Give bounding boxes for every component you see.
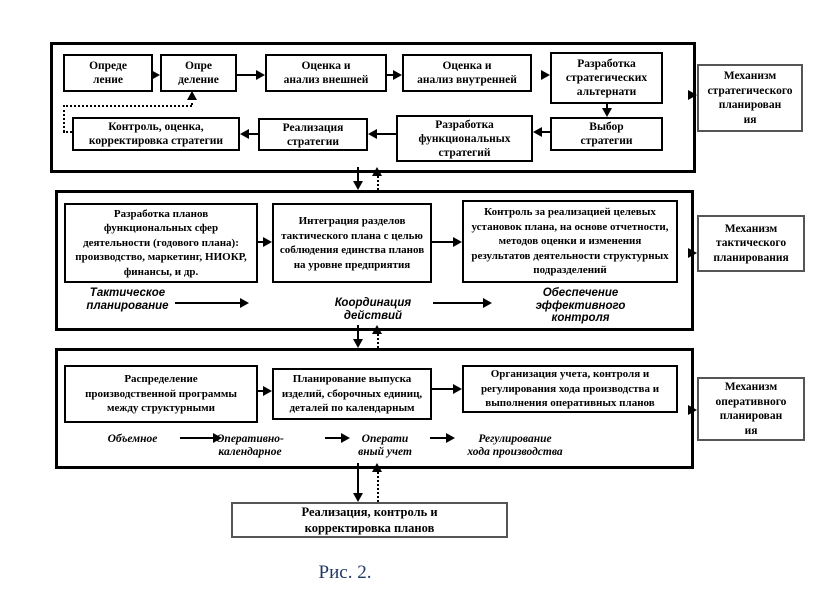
tactical-box-3: Контроль за реализацией целевых установо… xyxy=(462,200,678,283)
final-box-realization-control: Реализация, контроль и корректировка пла… xyxy=(231,502,508,538)
arrow-up-icon xyxy=(372,325,382,334)
arrow-left-icon xyxy=(533,127,542,137)
connector-solid-line xyxy=(357,463,359,495)
arrow-down-icon xyxy=(353,339,363,348)
feedback-dotted-line xyxy=(63,105,192,107)
mechanism-strategic: Механизм стратегического планирован ия xyxy=(697,64,803,132)
arrow-right-icon xyxy=(151,70,160,80)
arrow-line xyxy=(432,241,453,243)
arrow-line xyxy=(433,302,483,304)
tactical-box-2: Интеграция разделов тактического плана с… xyxy=(272,203,432,283)
arrow-down-icon xyxy=(353,181,363,190)
connector-dotted-line xyxy=(377,472,379,502)
strategic-box-realization: Реализация стратегии xyxy=(258,118,368,151)
arrow-line xyxy=(258,241,264,243)
mechanism-tactical: Механизм тактического планирования xyxy=(697,215,805,272)
flow-label-volume: Объемное xyxy=(107,433,158,445)
arrow-line xyxy=(180,437,213,439)
arrow-line xyxy=(258,390,264,392)
operational-box-3: Организация учета, контроля и регулирова… xyxy=(462,365,678,413)
arrow-line xyxy=(542,131,550,133)
arrow-right-icon xyxy=(483,298,492,308)
arrow-right-icon xyxy=(453,237,462,247)
arrow-line xyxy=(387,74,394,76)
arrow-line xyxy=(325,437,341,439)
flow-label-coordination: Координация действий xyxy=(334,297,412,322)
arrow-right-icon xyxy=(688,248,697,258)
arrow-line xyxy=(377,133,396,135)
figure-caption: Рис. 2. xyxy=(318,562,372,583)
strategic-box-2: Опре деление xyxy=(160,54,237,92)
arrow-right-icon xyxy=(240,298,249,308)
arrow-right-icon xyxy=(541,70,550,80)
strategic-box-choice: Выбор стратегии xyxy=(550,117,663,151)
arrow-right-icon xyxy=(393,70,402,80)
strategic-box-3: Оценка и анализ внешней xyxy=(265,54,387,92)
arrow-right-icon xyxy=(341,433,350,443)
flow-label-regulation: Регулирование хода производства xyxy=(467,433,563,458)
arrow-line xyxy=(430,437,446,439)
arrow-down-icon xyxy=(353,493,363,502)
connector-dotted-line xyxy=(377,334,379,348)
arrow-up-icon xyxy=(187,91,197,100)
arrow-up-icon xyxy=(372,167,382,176)
arrow-line xyxy=(432,388,453,390)
arrow-right-icon xyxy=(688,405,697,415)
connector-solid-line xyxy=(357,167,359,183)
feedback-dotted-line xyxy=(63,105,65,132)
arrow-right-icon xyxy=(263,237,272,247)
flow-label-operational-accounting: Операти вный учет xyxy=(358,433,412,458)
tactical-box-1: Разработка планов функциональных сфер де… xyxy=(64,203,258,283)
arrow-right-icon xyxy=(263,386,272,396)
flow-label-operational-calendar: Оперативно- календарное xyxy=(216,433,284,458)
operational-box-1: Распределение производственной программы… xyxy=(64,365,258,423)
mechanism-operational: Механизм оперативного планирован ия xyxy=(697,377,805,441)
strategic-box-5: Разработка стратегических альтернати xyxy=(550,52,663,104)
arrow-line xyxy=(175,302,240,304)
operational-box-2: Планирование выпуска изделий, сборочных … xyxy=(272,368,432,420)
arrow-right-icon xyxy=(256,70,265,80)
strategic-box-control: Контроль, оценка, корректировка стратеги… xyxy=(72,117,240,151)
arrow-left-icon xyxy=(368,129,377,139)
connector-dotted-line xyxy=(377,176,379,190)
arrow-line xyxy=(249,133,258,135)
arrow-right-icon xyxy=(688,90,697,100)
arrow-up-icon xyxy=(372,463,382,472)
arrow-left-icon xyxy=(240,129,249,139)
arrow-right-icon xyxy=(446,433,455,443)
flow-label-effective-control: Обеспечение эффективного контроля xyxy=(535,287,626,324)
strategic-box-4: Оценка и анализ внутренней xyxy=(402,54,532,92)
strategic-box-functional: Разработка функциональных стратегий xyxy=(396,115,533,162)
connector-solid-line xyxy=(357,325,359,341)
feedback-dotted-line xyxy=(191,98,193,105)
strategic-box-1: Опреде ление xyxy=(63,54,153,92)
arrow-right-icon xyxy=(213,433,222,443)
arrow-right-icon xyxy=(453,384,462,394)
arrow-line xyxy=(237,74,256,76)
flow-label-tactical-planning: Тактическое планирование xyxy=(86,287,169,312)
arrow-down-icon xyxy=(602,108,612,117)
arrow-line xyxy=(606,104,608,109)
feedback-dotted-line xyxy=(63,131,72,133)
